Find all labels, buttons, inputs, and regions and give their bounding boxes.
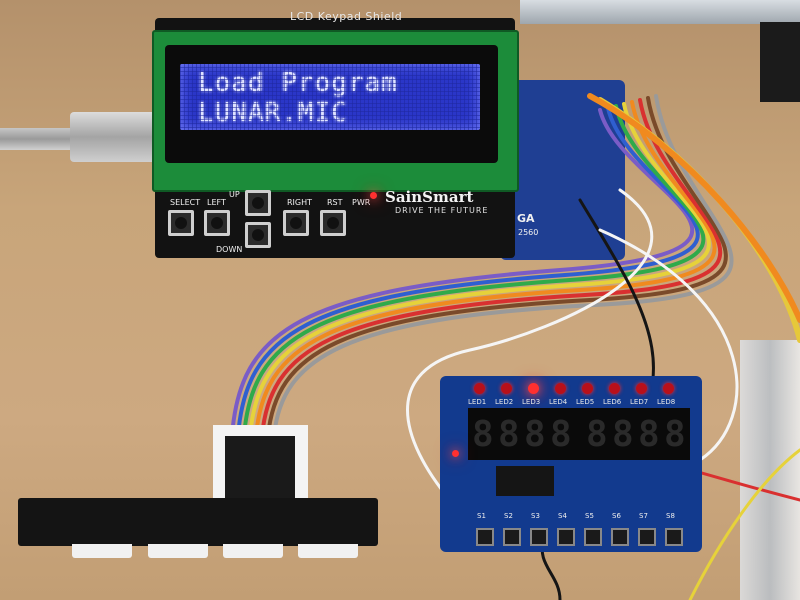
switch-label-7: S7 bbox=[639, 512, 648, 520]
usb-cable bbox=[0, 128, 80, 150]
button-label-select: SELECT bbox=[170, 198, 201, 207]
keypad-key-1[interactable] bbox=[72, 544, 132, 558]
switch-label-2: S2 bbox=[504, 512, 513, 520]
switch-label-5: S5 bbox=[585, 512, 594, 520]
keypad-key-3[interactable] bbox=[223, 544, 283, 558]
board-badge: GA bbox=[517, 212, 535, 225]
board-model: 2560 bbox=[518, 228, 539, 237]
button-label-rst: RST bbox=[327, 198, 343, 207]
led-3 bbox=[528, 383, 539, 394]
led-6 bbox=[609, 383, 620, 394]
seg-digit-8: 8 bbox=[664, 414, 686, 455]
button-label-left: LEFT bbox=[207, 198, 226, 207]
switch-label-3: S3 bbox=[531, 512, 540, 520]
led-key-board bbox=[440, 376, 702, 552]
switch-s3[interactable] bbox=[530, 528, 548, 546]
arduino-mega-board bbox=[500, 80, 625, 260]
led-4 bbox=[555, 383, 566, 394]
seg-digit-4: 8 bbox=[550, 414, 572, 455]
seven-segment-display: 8 8 8 8 8 8 8 8 bbox=[468, 408, 690, 460]
switch-label-8: S8 bbox=[666, 512, 675, 520]
plastic-case-right bbox=[740, 340, 800, 600]
seg-digit-3: 8 bbox=[524, 414, 546, 455]
button-label-right: RIGHT bbox=[287, 198, 313, 207]
switch-s8[interactable] bbox=[665, 528, 683, 546]
keypad-module bbox=[18, 498, 378, 546]
up-button[interactable] bbox=[245, 190, 271, 216]
status-led bbox=[452, 450, 459, 457]
seg-digit-5: 8 bbox=[586, 414, 608, 455]
led-label-5: LED5 bbox=[576, 398, 595, 406]
led-5 bbox=[582, 383, 593, 394]
brand-logo-text: SainSmart bbox=[385, 188, 474, 206]
brand-tagline: DRIVE THE FUTURE bbox=[395, 206, 489, 215]
keypad-key-2[interactable] bbox=[148, 544, 208, 558]
led-8 bbox=[663, 383, 674, 394]
switch-s6[interactable] bbox=[611, 528, 629, 546]
led-label-8: LED8 bbox=[657, 398, 676, 406]
usb-plug bbox=[70, 112, 158, 162]
switch-label-1: S1 bbox=[477, 512, 486, 520]
button-label-up: UP bbox=[229, 190, 240, 199]
led-1 bbox=[474, 383, 485, 394]
seg-digit-7: 8 bbox=[638, 414, 660, 455]
switch-s7[interactable] bbox=[638, 528, 656, 546]
led-label-2: LED2 bbox=[495, 398, 514, 406]
right-button[interactable] bbox=[283, 210, 309, 236]
switch-s2[interactable] bbox=[503, 528, 521, 546]
select-button[interactable] bbox=[168, 210, 194, 236]
reset-button[interactable] bbox=[320, 210, 346, 236]
keypad-key-4[interactable] bbox=[298, 544, 358, 558]
led-label-1: LED1 bbox=[468, 398, 487, 406]
led-7 bbox=[636, 383, 647, 394]
led-2 bbox=[501, 383, 512, 394]
aluminium-rail-top bbox=[520, 0, 800, 24]
led-label-4: LED4 bbox=[549, 398, 568, 406]
down-button[interactable] bbox=[245, 222, 271, 248]
dark-block bbox=[760, 22, 800, 102]
power-led bbox=[370, 192, 377, 199]
driver-chip bbox=[496, 466, 554, 496]
switch-s4[interactable] bbox=[557, 528, 575, 546]
ribbon-connector bbox=[225, 436, 295, 498]
shield-title: LCD Keypad Shield bbox=[290, 10, 403, 23]
pwr-label: PWR bbox=[352, 198, 371, 207]
seg-digit-1: 8 bbox=[472, 414, 494, 455]
led-label-7: LED7 bbox=[630, 398, 649, 406]
button-label-down: DOWN bbox=[216, 245, 243, 254]
led-label-3: LED3 bbox=[522, 398, 541, 406]
switch-s1[interactable] bbox=[476, 528, 494, 546]
led-label-6: LED6 bbox=[603, 398, 622, 406]
switch-label-6: S6 bbox=[612, 512, 621, 520]
switch-s5[interactable] bbox=[584, 528, 602, 546]
seg-digit-6: 8 bbox=[612, 414, 634, 455]
seg-digit-2: 8 bbox=[498, 414, 520, 455]
switch-label-4: S4 bbox=[558, 512, 567, 520]
left-button[interactable] bbox=[204, 210, 230, 236]
